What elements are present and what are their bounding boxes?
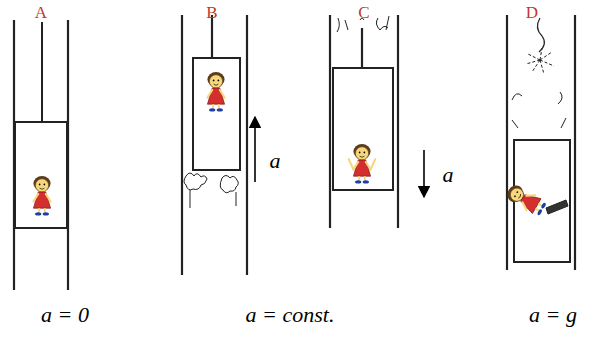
acceleration-value: a = g (529, 304, 577, 326)
panel-letter: A (35, 4, 47, 21)
acceleration-value: a = const. (246, 304, 335, 326)
panel-letter: D (526, 4, 538, 21)
acceleration-symbol: a (270, 150, 281, 172)
panel-letter: C (358, 4, 369, 21)
panel-letter: B (206, 4, 217, 21)
acceleration-symbol: a (443, 164, 454, 186)
acceleration-value: a = 0 (41, 304, 89, 326)
